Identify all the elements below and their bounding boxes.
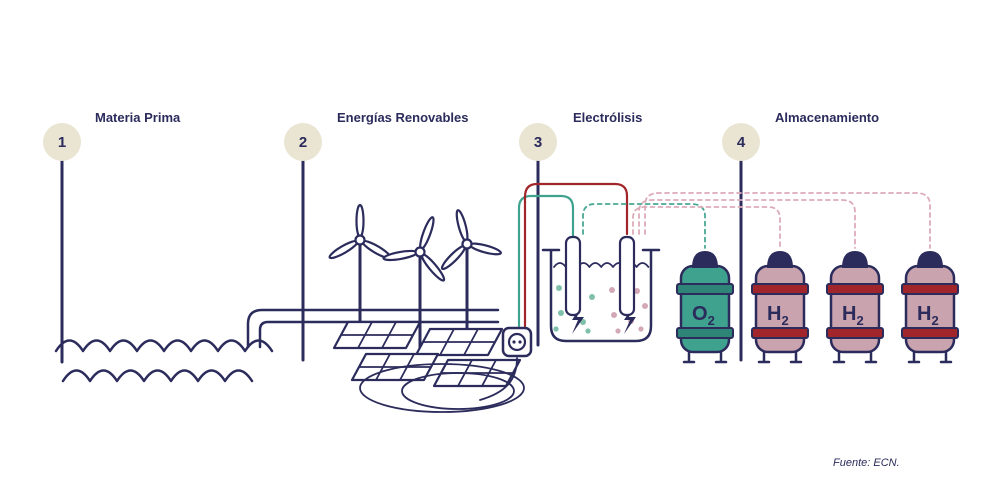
step-label-almacenamiento: Almacenamiento <box>775 110 880 125</box>
step-label-energias-renovables: Energías Renovables <box>337 110 469 125</box>
svg-text:H2: H2 <box>767 303 789 328</box>
step-marker-1: 1 <box>43 123 81 161</box>
hydrogen-tank-3: H2 <box>901 251 959 364</box>
step-number: 1 <box>57 133 67 151</box>
lightning-bolt-left <box>572 306 584 334</box>
wind-turbine-2 <box>382 216 446 360</box>
hydrogen-tank-1: H2 <box>751 251 809 364</box>
water-waves <box>54 339 274 383</box>
dashed-line-oxygen <box>582 203 706 249</box>
dashed-line-hydrogen-2 <box>638 199 856 249</box>
dashed-line-hydrogen-3 <box>644 192 931 249</box>
wind-turbine-1 <box>328 203 392 334</box>
solar-panel-2 <box>414 327 504 357</box>
svg-text:H2: H2 <box>917 303 939 328</box>
water-pipe <box>246 308 500 349</box>
electrode-left <box>564 235 582 317</box>
step-label-materia-prima: Materia Prima <box>95 110 181 125</box>
step-number: 2 <box>298 133 308 151</box>
svg-text:O2: O2 <box>692 303 715 328</box>
step-marker-3: 3 <box>519 123 557 161</box>
dashed-line-hydrogen-1 <box>632 206 781 249</box>
step-number: 4 <box>736 133 746 151</box>
step-marker-4: 4 <box>722 123 760 161</box>
oxygen-tank: O2 <box>676 251 734 364</box>
solar-panel-1 <box>332 320 422 350</box>
electrolysis-beaker <box>541 235 661 343</box>
source-note: Fuente: ECN. <box>833 457 900 469</box>
step-marker-2: 2 <box>284 123 322 161</box>
solar-panel-3 <box>350 352 440 382</box>
hydrogen-tank-2: H2 <box>826 251 884 364</box>
svg-text:H2: H2 <box>842 303 864 328</box>
cable-coil <box>359 357 525 413</box>
step-label-electrolisis: Electrólisis <box>573 110 643 125</box>
teal-wire <box>517 194 575 328</box>
red-wire <box>523 182 629 328</box>
power-plug <box>501 326 533 358</box>
electrode-right <box>618 235 636 317</box>
lightning-bolt-right <box>624 306 636 334</box>
step-number: 3 <box>533 133 543 151</box>
